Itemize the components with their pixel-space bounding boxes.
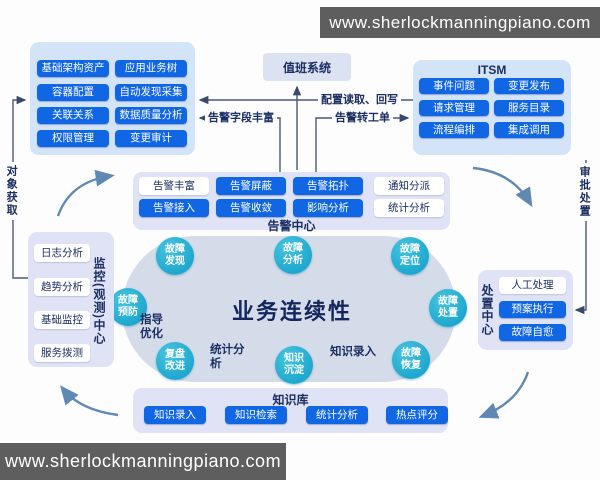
cycle-node: 故障定位 bbox=[391, 237, 429, 275]
duty-system-box: 值班系统 bbox=[263, 53, 351, 81]
flow-label-alert-to-ticket: 告警转工单 bbox=[332, 112, 393, 125]
cycle-node: 故障分析 bbox=[274, 236, 312, 274]
itsm-item: 流程编排 bbox=[419, 122, 489, 138]
itsm-item: 事件问题 bbox=[419, 78, 489, 94]
flow-label-approve-dispose: 审批处置 bbox=[578, 163, 591, 221]
cycle-node: 故障发现 bbox=[156, 237, 194, 275]
cycle-node-label: 故障定位 bbox=[400, 244, 420, 267]
itsm-item: 变更发布 bbox=[494, 78, 564, 94]
monitor-item: 趋势分析 bbox=[34, 278, 90, 296]
cycle-node-label: 故障恢复 bbox=[401, 348, 421, 371]
cmdb-item: 应用业务树 bbox=[115, 60, 187, 77]
cmdb-item: 关联关系 bbox=[37, 107, 109, 124]
cycle-node: 故障恢复 bbox=[392, 341, 430, 379]
itsm-item: 服务目录 bbox=[494, 100, 564, 116]
alert-center-item: 告警收敛 bbox=[216, 199, 286, 217]
cycle-inline-label: 知识录入 bbox=[330, 346, 376, 358]
dispose-item: 故障自愈 bbox=[499, 324, 566, 341]
cycle-node-label: 故障发现 bbox=[165, 244, 185, 267]
cycle-node: 故障预防 bbox=[109, 288, 147, 326]
knowledge-base-title: 知识库 bbox=[272, 393, 309, 407]
cycle-node-label: 复盘改进 bbox=[165, 349, 185, 372]
watermark-bottom: www.sherlockmanningpiano.com bbox=[0, 443, 286, 480]
cycle-inline-label: 统计分析 bbox=[210, 344, 245, 371]
knowledge-item: 知识录入 bbox=[144, 406, 206, 424]
cycle-node-label: 故障预防 bbox=[118, 295, 138, 318]
alert-center-item: 统计分析 bbox=[374, 199, 444, 217]
cmdb-item: 权限管理 bbox=[37, 130, 109, 147]
itsm-title: ITSM bbox=[477, 63, 507, 77]
knowledge-item: 热点评分 bbox=[386, 406, 448, 424]
dispose-item: 人工处理 bbox=[499, 277, 566, 294]
alert-center-title: 告警中心 bbox=[267, 219, 316, 233]
alert-center-item: 告警拓扑 bbox=[293, 177, 363, 195]
monitor-item: 基础监控 bbox=[34, 311, 90, 329]
watermark-top: www.sherlockmanningpiano.com bbox=[320, 7, 600, 38]
knowledge-item: 知识检索 bbox=[225, 406, 287, 424]
cycle-node: 复盘改进 bbox=[156, 342, 194, 380]
monitor-item: 日志分析 bbox=[34, 244, 90, 262]
cycle-node-label: 故障处置 bbox=[438, 296, 458, 319]
itsm-item: 请求管理 bbox=[419, 100, 489, 116]
flow-label-config-rw: 配置读取、回写 bbox=[318, 94, 401, 107]
alert-center-item: 告警接入 bbox=[139, 199, 209, 217]
cmdb-item: 自动发现采集 bbox=[115, 84, 187, 101]
cmdb-item: 基础架构资产 bbox=[37, 60, 109, 77]
knowledge-item: 统计分析 bbox=[306, 406, 368, 424]
alert-center-item: 通知分派 bbox=[374, 177, 444, 195]
cycle-inline-label: 指导优化 bbox=[140, 314, 163, 341]
cycle-center-title: 业务连续性 bbox=[232, 299, 353, 324]
alert-center-item: 告警屏蔽 bbox=[216, 177, 286, 195]
dispose-item: 预案执行 bbox=[499, 301, 566, 318]
itsm-item: 集成调用 bbox=[494, 122, 564, 138]
monitor-center-title: 监控(观测)中心 bbox=[92, 257, 106, 345]
cycle-node-label: 故障分析 bbox=[283, 243, 303, 266]
cycle-node-label: 知识沉淀 bbox=[284, 353, 304, 376]
alert-center-item: 影响分析 bbox=[293, 199, 363, 217]
flow-label-object-acquire: 对象获取 bbox=[5, 162, 18, 220]
dispose-center-title: 处置中心 bbox=[480, 284, 494, 336]
cycle-node: 故障处置 bbox=[429, 289, 467, 327]
alert-center-item: 告警丰富 bbox=[139, 177, 209, 195]
cmdb-item: 数据质量分析 bbox=[115, 107, 187, 124]
flow-label-alert-enrich: 告警字段丰富 bbox=[205, 112, 277, 125]
cmdb-item: 变更审计 bbox=[115, 130, 187, 147]
monitor-item: 服务拨测 bbox=[34, 344, 90, 362]
cmdb-item: 容器配置 bbox=[37, 84, 109, 101]
cycle-node: 知识沉淀 bbox=[275, 346, 313, 384]
